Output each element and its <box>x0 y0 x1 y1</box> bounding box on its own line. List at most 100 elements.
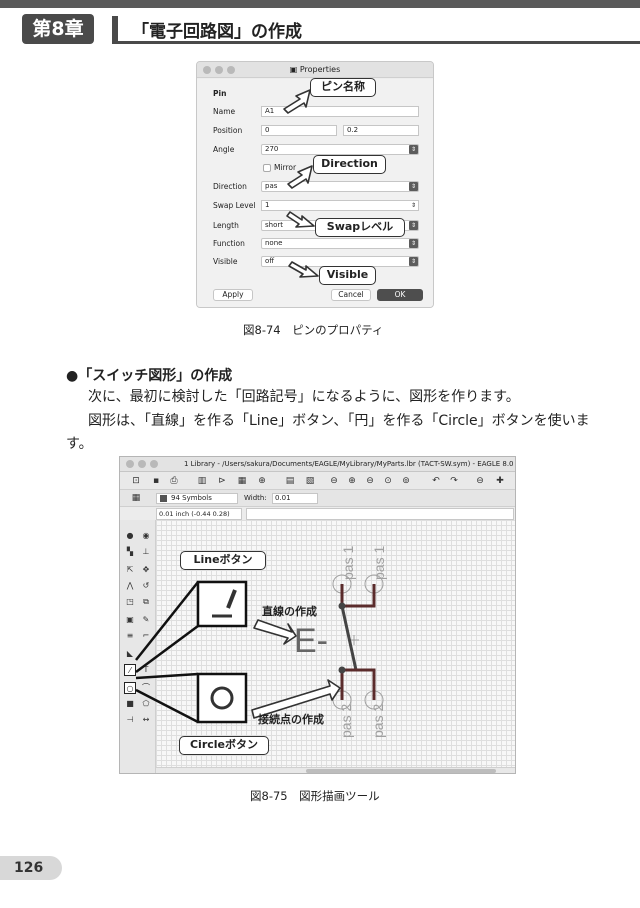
label-line-make: 直線の作成 <box>262 605 317 618</box>
width-value: 0.01 <box>275 494 291 502</box>
arrow-icon <box>251 679 341 719</box>
horizontal-scrollbar[interactable] <box>156 767 515 773</box>
zoom-dot-icon[interactable] <box>227 66 235 74</box>
pin-label-pas2-left: pas 2 <box>338 704 354 738</box>
callout-visible: Visible <box>319 266 376 285</box>
rotate-icon[interactable]: ↺ <box>142 581 150 590</box>
pin-label-pas1-right: pas 1 <box>371 546 387 580</box>
callout-line-button: Lineボタン <box>180 551 266 570</box>
main-toolbar: ⊡ ▪ ⎙ ▥ ⊳ ▦ ⊕ ▤ ▧ ⊖ ⊕ ⊖ ⊙ ⊚ ↶ ↷ ⊖ ✚ <box>120 472 515 490</box>
close-dot-icon[interactable] <box>126 460 134 468</box>
arrow-icon <box>253 619 297 645</box>
change-icon[interactable]: ✎ <box>142 615 150 624</box>
line-zoom-box <box>196 580 248 628</box>
pin-label-pas2-right: pas 2 <box>370 704 386 738</box>
swap-level-label: Swap Level <box>213 201 256 210</box>
function-select[interactable]: none ⇕ <box>261 238 419 249</box>
angle-label: Angle <box>213 145 235 154</box>
new-file-icon[interactable]: ⊡ <box>132 476 140 486</box>
close-dot-icon[interactable] <box>203 66 211 74</box>
mirror-label: Mirror <box>274 163 297 172</box>
command-line[interactable] <box>246 508 514 520</box>
display-icon[interactable]: ▚ <box>126 547 134 556</box>
arc-icon[interactable]: ⌒ <box>142 683 150 692</box>
show-icon[interactable]: ◉ <box>142 531 150 540</box>
figure-caption-8-75: 図8-75 図形描画ツール <box>250 789 380 803</box>
callout-direction: Direction <box>313 155 386 174</box>
callout-swap: Swapレベル <box>315 218 405 237</box>
minimize-dot-icon[interactable] <box>215 66 223 74</box>
apply-button[interactable]: Apply <box>213 289 253 301</box>
copy-icon[interactable]: ⧉ <box>143 597 149 606</box>
direction-select[interactable]: pas ⇕ <box>261 181 419 192</box>
stop-icon[interactable]: ⊖ <box>476 476 484 486</box>
redo-icon[interactable]: ↷ <box>450 476 458 486</box>
script-icon[interactable]: ▤ <box>285 476 295 486</box>
ok-button[interactable]: OK <box>377 289 423 301</box>
rect-icon[interactable]: ■ <box>126 699 134 708</box>
eagle-title: 1 Library - /Users/sakura/Documents/EAGL… <box>184 460 514 468</box>
device-icon[interactable]: ⊕ <box>258 476 266 486</box>
swap-level-stepper[interactable]: 1 ⇕ <box>261 200 419 211</box>
ulp-icon[interactable]: ▧ <box>305 476 315 486</box>
paragraph-line-3: す。 <box>66 436 93 452</box>
minimize-dot-icon[interactable] <box>138 460 146 468</box>
polygon-icon[interactable]: ⬠ <box>142 699 150 708</box>
name-icon[interactable]: ≡ <box>126 631 134 640</box>
length-value: short <box>265 221 283 229</box>
zoom-in-icon[interactable]: ⊕ <box>348 476 356 486</box>
name-field[interactable]: A1 <box>261 106 419 117</box>
save-icon[interactable]: ▪ <box>152 476 160 486</box>
go-icon[interactable]: ✚ <box>496 476 504 486</box>
attribute-icon[interactable]: ↔ <box>142 715 150 724</box>
line-tool-icon[interactable]: ⁄ <box>124 664 136 676</box>
info-icon[interactable]: ● <box>126 531 134 540</box>
figure-caption-8-74: 図8-74 ピンのプロパティ <box>243 323 384 337</box>
angle-select[interactable]: 270 ⇕ <box>261 144 419 155</box>
select-arrows-icon: ⇕ <box>409 221 418 230</box>
delete-icon[interactable]: ▣ <box>126 615 134 624</box>
circle-tool-icon[interactable]: ○ <box>124 682 136 694</box>
zoom-fit-icon[interactable]: ⊖ <box>330 476 338 486</box>
mirror-checkbox[interactable] <box>263 164 271 172</box>
zoom-circle-mark <box>210 686 234 710</box>
select-arrows-icon: ⇕ <box>409 239 418 248</box>
text-icon[interactable]: T <box>143 665 149 674</box>
pin-icon[interactable]: ⊣ <box>126 715 134 724</box>
split-icon[interactable]: ◣ <box>126 649 134 658</box>
scrollbar-thumb[interactable] <box>306 769 496 773</box>
grid-icon[interactable]: ▦ <box>131 493 141 503</box>
redraw-icon[interactable]: ⊚ <box>402 476 410 486</box>
symbol-icon[interactable]: ⊳ <box>218 476 226 486</box>
layer-select[interactable]: 94 Symbols <box>156 493 238 504</box>
zoom-select-icon[interactable]: ⊙ <box>384 476 392 486</box>
library-icon[interactable]: ▥ <box>197 476 207 486</box>
direction-value: pas <box>265 182 278 190</box>
properties-body: Pin Name A1 Position 0 0.2 Angle 270 ⇕ M… <box>197 79 433 307</box>
zoom-dot-icon[interactable] <box>150 460 158 468</box>
arrow-icon <box>283 89 311 114</box>
pin-wire-top <box>340 584 376 608</box>
position-x-field[interactable]: 0 <box>261 125 337 136</box>
move-icon[interactable]: ⇱ <box>126 565 134 574</box>
stepper-icon[interactable]: ⇕ <box>410 202 416 209</box>
chapter-badge: 第8章 <box>22 14 94 44</box>
tool-sidebar: ● ◉ ▚ ⊥ ⇱ ✥ ⋀ ↺ ◳ ⧉ ▣ ✎ ≡ ⌐ ◣ ⁄ T ○ ⌒ ■ … <box>120 520 156 773</box>
symbol-text-e: E- <box>294 622 328 660</box>
position-y-field[interactable]: 0.2 <box>343 125 419 136</box>
group-icon[interactable]: ◳ <box>126 597 134 606</box>
mark-icon[interactable]: ⊥ <box>142 547 150 556</box>
package-icon[interactable]: ▦ <box>237 476 247 486</box>
direction-label: Direction <box>213 182 247 191</box>
mirror-icon[interactable]: ⋀ <box>126 581 134 590</box>
undo-icon[interactable]: ↶ <box>432 476 440 486</box>
eagle-titlebar: 1 Library - /Users/sakura/Documents/EAGL… <box>120 457 515 472</box>
miter-icon[interactable]: ⌐ <box>142 631 150 640</box>
cancel-button[interactable]: Cancel <box>331 289 371 301</box>
print-icon[interactable]: ⎙ <box>170 476 178 486</box>
zoom-out-icon[interactable]: ⊖ <box>366 476 374 486</box>
properties-window: ▣ Properties Pin Name A1 Position 0 0.2 … <box>196 61 434 308</box>
page-number: 126 <box>0 856 62 880</box>
move-cross-icon[interactable]: ✥ <box>142 565 150 574</box>
width-input[interactable]: 0.01 <box>272 493 318 504</box>
